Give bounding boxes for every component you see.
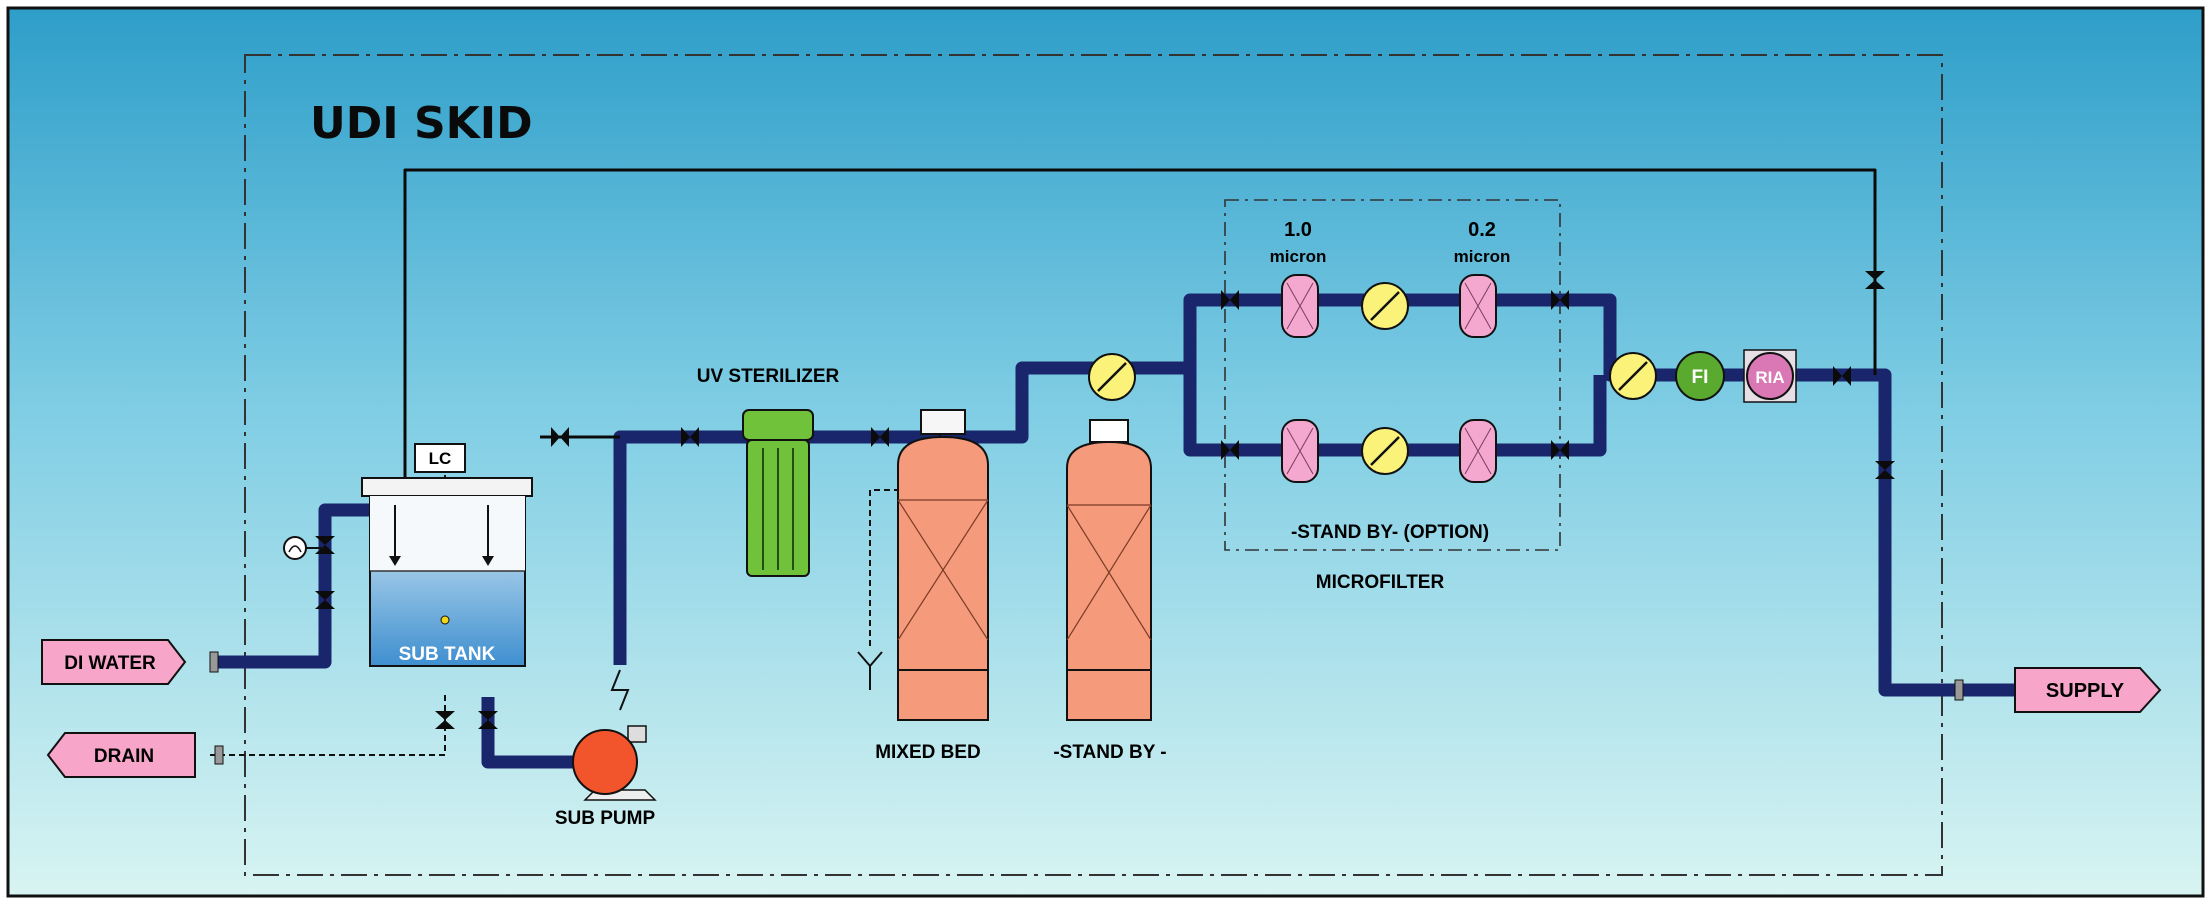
filter-2-unit-label: micron: [1454, 247, 1511, 266]
pressure-gauge-after-uv[interactable]: [1088, 353, 1136, 401]
standby-option-label: -STAND BY- (OPTION): [1291, 522, 1489, 543]
standby-vessel[interactable]: [1066, 419, 1152, 721]
resistivity-indicator-label: RIA: [1755, 368, 1784, 387]
page-title: UDI SKID: [310, 98, 533, 149]
sub-tank[interactable]: [361, 477, 533, 667]
drain-label: DRAIN: [94, 746, 154, 767]
di-water-label: DI WATER: [64, 653, 156, 674]
pressure-gauge-standby[interactable]: [1361, 427, 1409, 475]
drain-funnel-icon: [857, 651, 883, 690]
uv-sterilizer-label: UV STERILIZER: [697, 366, 840, 387]
flow-indicator[interactable]: FI: [1675, 351, 1725, 401]
standby-microfilter-2[interactable]: [1459, 419, 1497, 483]
mixed-bed-vessel[interactable]: [897, 409, 989, 721]
microfilter-boundary: [1224, 199, 1561, 551]
supply-connector[interactable]: SUPPLY: [2014, 667, 2162, 713]
fitting-drain: [214, 745, 224, 765]
flow-indicator-label: FI: [1692, 367, 1709, 388]
standby-vessel-label: -STAND BY -: [1053, 742, 1166, 763]
di-water-connector[interactable]: DI WATER: [41, 639, 187, 685]
filter-1-size-label: 1.0: [1284, 219, 1312, 241]
supply-label: SUPPLY: [2046, 680, 2125, 702]
filter-2-size-label: 0.2: [1468, 219, 1496, 241]
microfilter-0-2[interactable]: [1459, 274, 1497, 338]
standby-microfilter-1[interactable]: [1281, 419, 1319, 483]
mixed-bed-label: MIXED BED: [875, 742, 981, 763]
filter-1-unit-label: micron: [1270, 247, 1327, 266]
resistivity-indicator-alarm[interactable]: RIA: [1743, 349, 1797, 403]
microfilter-1-0[interactable]: [1281, 274, 1319, 338]
sub-pump-label: SUB PUMP: [555, 808, 656, 829]
pressure-gauge-outlet[interactable]: [1609, 352, 1657, 400]
microfilter-label: MICROFILTER: [1316, 572, 1445, 593]
pressure-switch[interactable]: [283, 536, 325, 560]
fitting-di-inlet: [209, 651, 219, 673]
pressure-gauge-microfilter[interactable]: [1361, 282, 1409, 330]
uv-sterilizer[interactable]: [742, 409, 814, 577]
drain-connector[interactable]: DRAIN: [46, 732, 196, 778]
level-controller-label: LC: [429, 449, 452, 468]
level-controller[interactable]: LC: [414, 443, 466, 473]
skid-boundary: [244, 54, 1943, 876]
sub-tank-label: SUB TANK: [399, 644, 496, 665]
fitting-supply: [1954, 679, 1964, 701]
sub-pump[interactable]: [572, 669, 657, 801]
